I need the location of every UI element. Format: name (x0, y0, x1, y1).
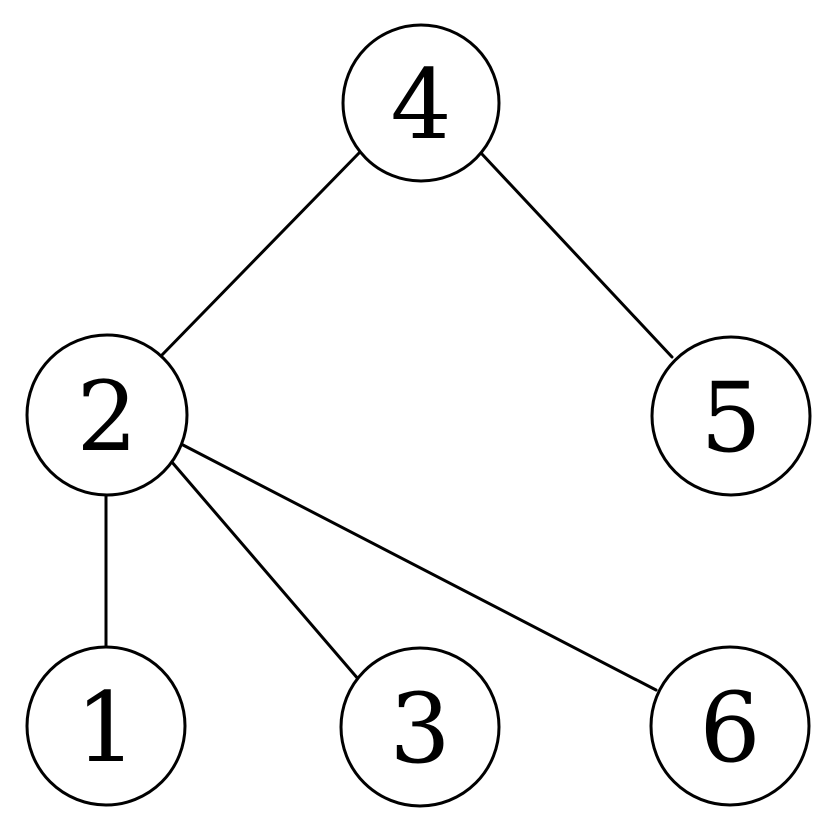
graph-edge-2-3 (169, 459, 361, 682)
graph-edge-4-2 (159, 150, 362, 358)
edges-layer (104, 150, 674, 692)
node-circle-6[interactable] (649, 645, 811, 807)
node-label-5: 5 (700, 362, 761, 474)
graph-node-6[interactable]: 6 (649, 645, 811, 807)
nodes-layer: 1 2 3 4 5 6 (25, 23, 812, 808)
node-circle-4[interactable] (341, 23, 501, 183)
graph-node-3[interactable]: 3 (339, 646, 501, 808)
node-circle-3[interactable] (339, 646, 501, 808)
graph-node-2[interactable]: 2 (25, 333, 189, 497)
node-label-2: 2 (76, 361, 137, 473)
node-circle-2[interactable] (25, 333, 189, 497)
graph-edge-4-5 (479, 151, 674, 359)
graph-node-5[interactable]: 5 (650, 335, 812, 497)
node-label-6: 6 (699, 672, 760, 784)
graph-edge-2-6 (181, 443, 658, 692)
node-circle-1[interactable] (25, 645, 187, 807)
node-label-4: 4 (390, 49, 451, 161)
node-label-3: 3 (389, 673, 450, 785)
node-label-1: 1 (75, 672, 136, 784)
graph-node-1[interactable]: 1 (25, 645, 187, 807)
node-circle-5[interactable] (650, 335, 812, 497)
graph-node-4[interactable]: 4 (341, 23, 501, 183)
